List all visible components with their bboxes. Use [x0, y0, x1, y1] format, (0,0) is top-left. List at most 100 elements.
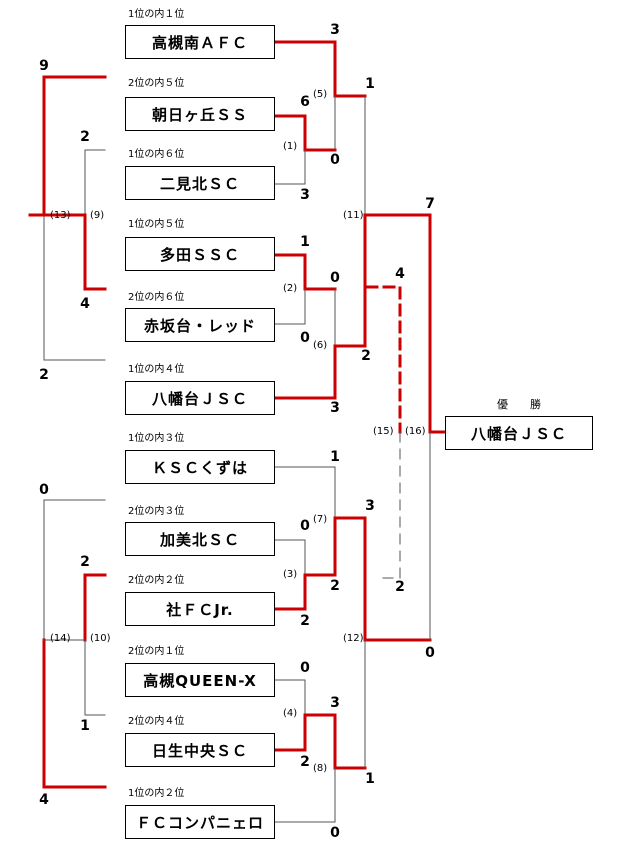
match-number: (11): [343, 210, 364, 221]
score: 1: [330, 449, 340, 465]
score: 3: [330, 400, 340, 416]
team-box: 加美北ＳＣ: [125, 522, 275, 556]
match-number: (15): [373, 426, 394, 437]
bracket-line: [274, 539, 306, 576]
seed-label: 1位の内２位: [128, 788, 185, 799]
score: 2: [300, 613, 310, 629]
team-box: 高槻QUEEN-X: [125, 663, 275, 697]
match-number: (1): [283, 141, 298, 152]
score: 1: [80, 718, 90, 734]
score: 4: [80, 296, 90, 312]
bracket-line: [42, 638, 107, 789]
score: 0: [300, 660, 310, 676]
match-number: (6): [313, 340, 328, 351]
seed-label: 1位の内５位: [128, 219, 185, 230]
score: 0: [300, 330, 310, 346]
bracket-line: [333, 713, 367, 770]
score: 2: [80, 554, 90, 570]
score: 3: [330, 695, 340, 711]
team-box: 多田ＳＳＣ: [125, 237, 275, 271]
bracket-line: [28, 75, 107, 217]
team-box: 二見北ＳＣ: [125, 166, 275, 200]
seed-label: 1位の内４位: [128, 364, 185, 375]
bracket-line: [43, 214, 106, 361]
score: 1: [365, 76, 375, 92]
match-number: (3): [283, 569, 298, 580]
bracket-line: [273, 344, 367, 400]
team-box: 高槻南ＡＦＣ: [125, 25, 275, 59]
team-box: 社ＦＣJr.: [125, 592, 275, 626]
bracket-line: [273, 573, 337, 611]
score: 1: [300, 234, 310, 250]
score: 7: [425, 196, 435, 212]
score: 0: [330, 152, 340, 168]
team-box: 日生中央ＳＣ: [125, 733, 275, 767]
score: 9: [39, 58, 49, 74]
score: 0: [330, 270, 340, 286]
seed-label: 2位の内３位: [128, 506, 185, 517]
bracket-line: [363, 213, 432, 348]
bracket-line: [274, 679, 306, 716]
seed-label: 2位の内４位: [128, 716, 185, 727]
match-number: (8): [313, 763, 328, 774]
seed-label: 1位の内１位: [128, 9, 185, 20]
bracket-line: [43, 639, 106, 716]
match-number: (10): [90, 633, 111, 644]
bracket-line: [84, 149, 106, 216]
score: 2: [330, 578, 340, 594]
bracket-line: [376, 431, 401, 579]
score: 2: [39, 367, 49, 383]
match-number: (2): [283, 283, 298, 294]
score: 2: [361, 348, 371, 364]
bracket-line: [42, 213, 107, 291]
score: 2: [300, 754, 310, 770]
bracket-line: [333, 516, 367, 577]
team-box: ＫＳＣくずは: [125, 450, 275, 484]
score: 4: [395, 266, 405, 282]
team-box: 八幡台ＪＳＣ: [125, 381, 275, 415]
match-number: (12): [343, 633, 364, 644]
seed-label: 1位の内６位: [128, 149, 185, 160]
bracket-line: [274, 767, 336, 823]
match-number: (7): [313, 514, 328, 525]
bracket-line: [274, 466, 336, 519]
seed-label: 2位の内６位: [128, 292, 185, 303]
champion-label: 優勝: [497, 398, 563, 411]
bracket-line: [43, 499, 106, 641]
bracket-line: [83, 573, 107, 642]
score: 3: [300, 187, 310, 203]
bracket-line: [273, 713, 337, 752]
bracket-line: [274, 288, 306, 325]
seed-label: 1位の内３位: [128, 433, 185, 444]
match-number: (13): [50, 210, 71, 221]
team-box: ＦＣコンパニェロ: [125, 805, 275, 839]
score: 4: [39, 792, 49, 808]
score: 3: [330, 22, 340, 38]
match-number: (14): [50, 633, 71, 644]
bracket-line: [273, 114, 337, 152]
score: 0: [39, 482, 49, 498]
score: 3: [365, 498, 375, 514]
score: 0: [300, 518, 310, 534]
team-box: 朝日ヶ丘ＳＳ: [125, 97, 275, 131]
team-box: 赤坂台・レッド: [125, 308, 275, 342]
score: 2: [395, 579, 405, 595]
bracket-line: [273, 40, 367, 98]
bracket-line: [365, 285, 402, 434]
score: 0: [425, 645, 435, 661]
seed-label: 2位の内２位: [128, 575, 185, 586]
match-number: (9): [90, 210, 105, 221]
match-number: (5): [313, 89, 328, 100]
champion-box: 八幡台ＪＳＣ: [445, 416, 593, 450]
seed-label: 2位の内５位: [128, 78, 185, 89]
seed-label: 2位の内１位: [128, 646, 185, 657]
bracket-line: [274, 149, 306, 185]
score: 2: [80, 129, 90, 145]
score: 1: [365, 771, 375, 787]
match-number: (16): [405, 426, 426, 437]
match-number: (4): [283, 708, 298, 719]
score: 6: [300, 94, 310, 110]
bracket-line: [428, 213, 447, 434]
